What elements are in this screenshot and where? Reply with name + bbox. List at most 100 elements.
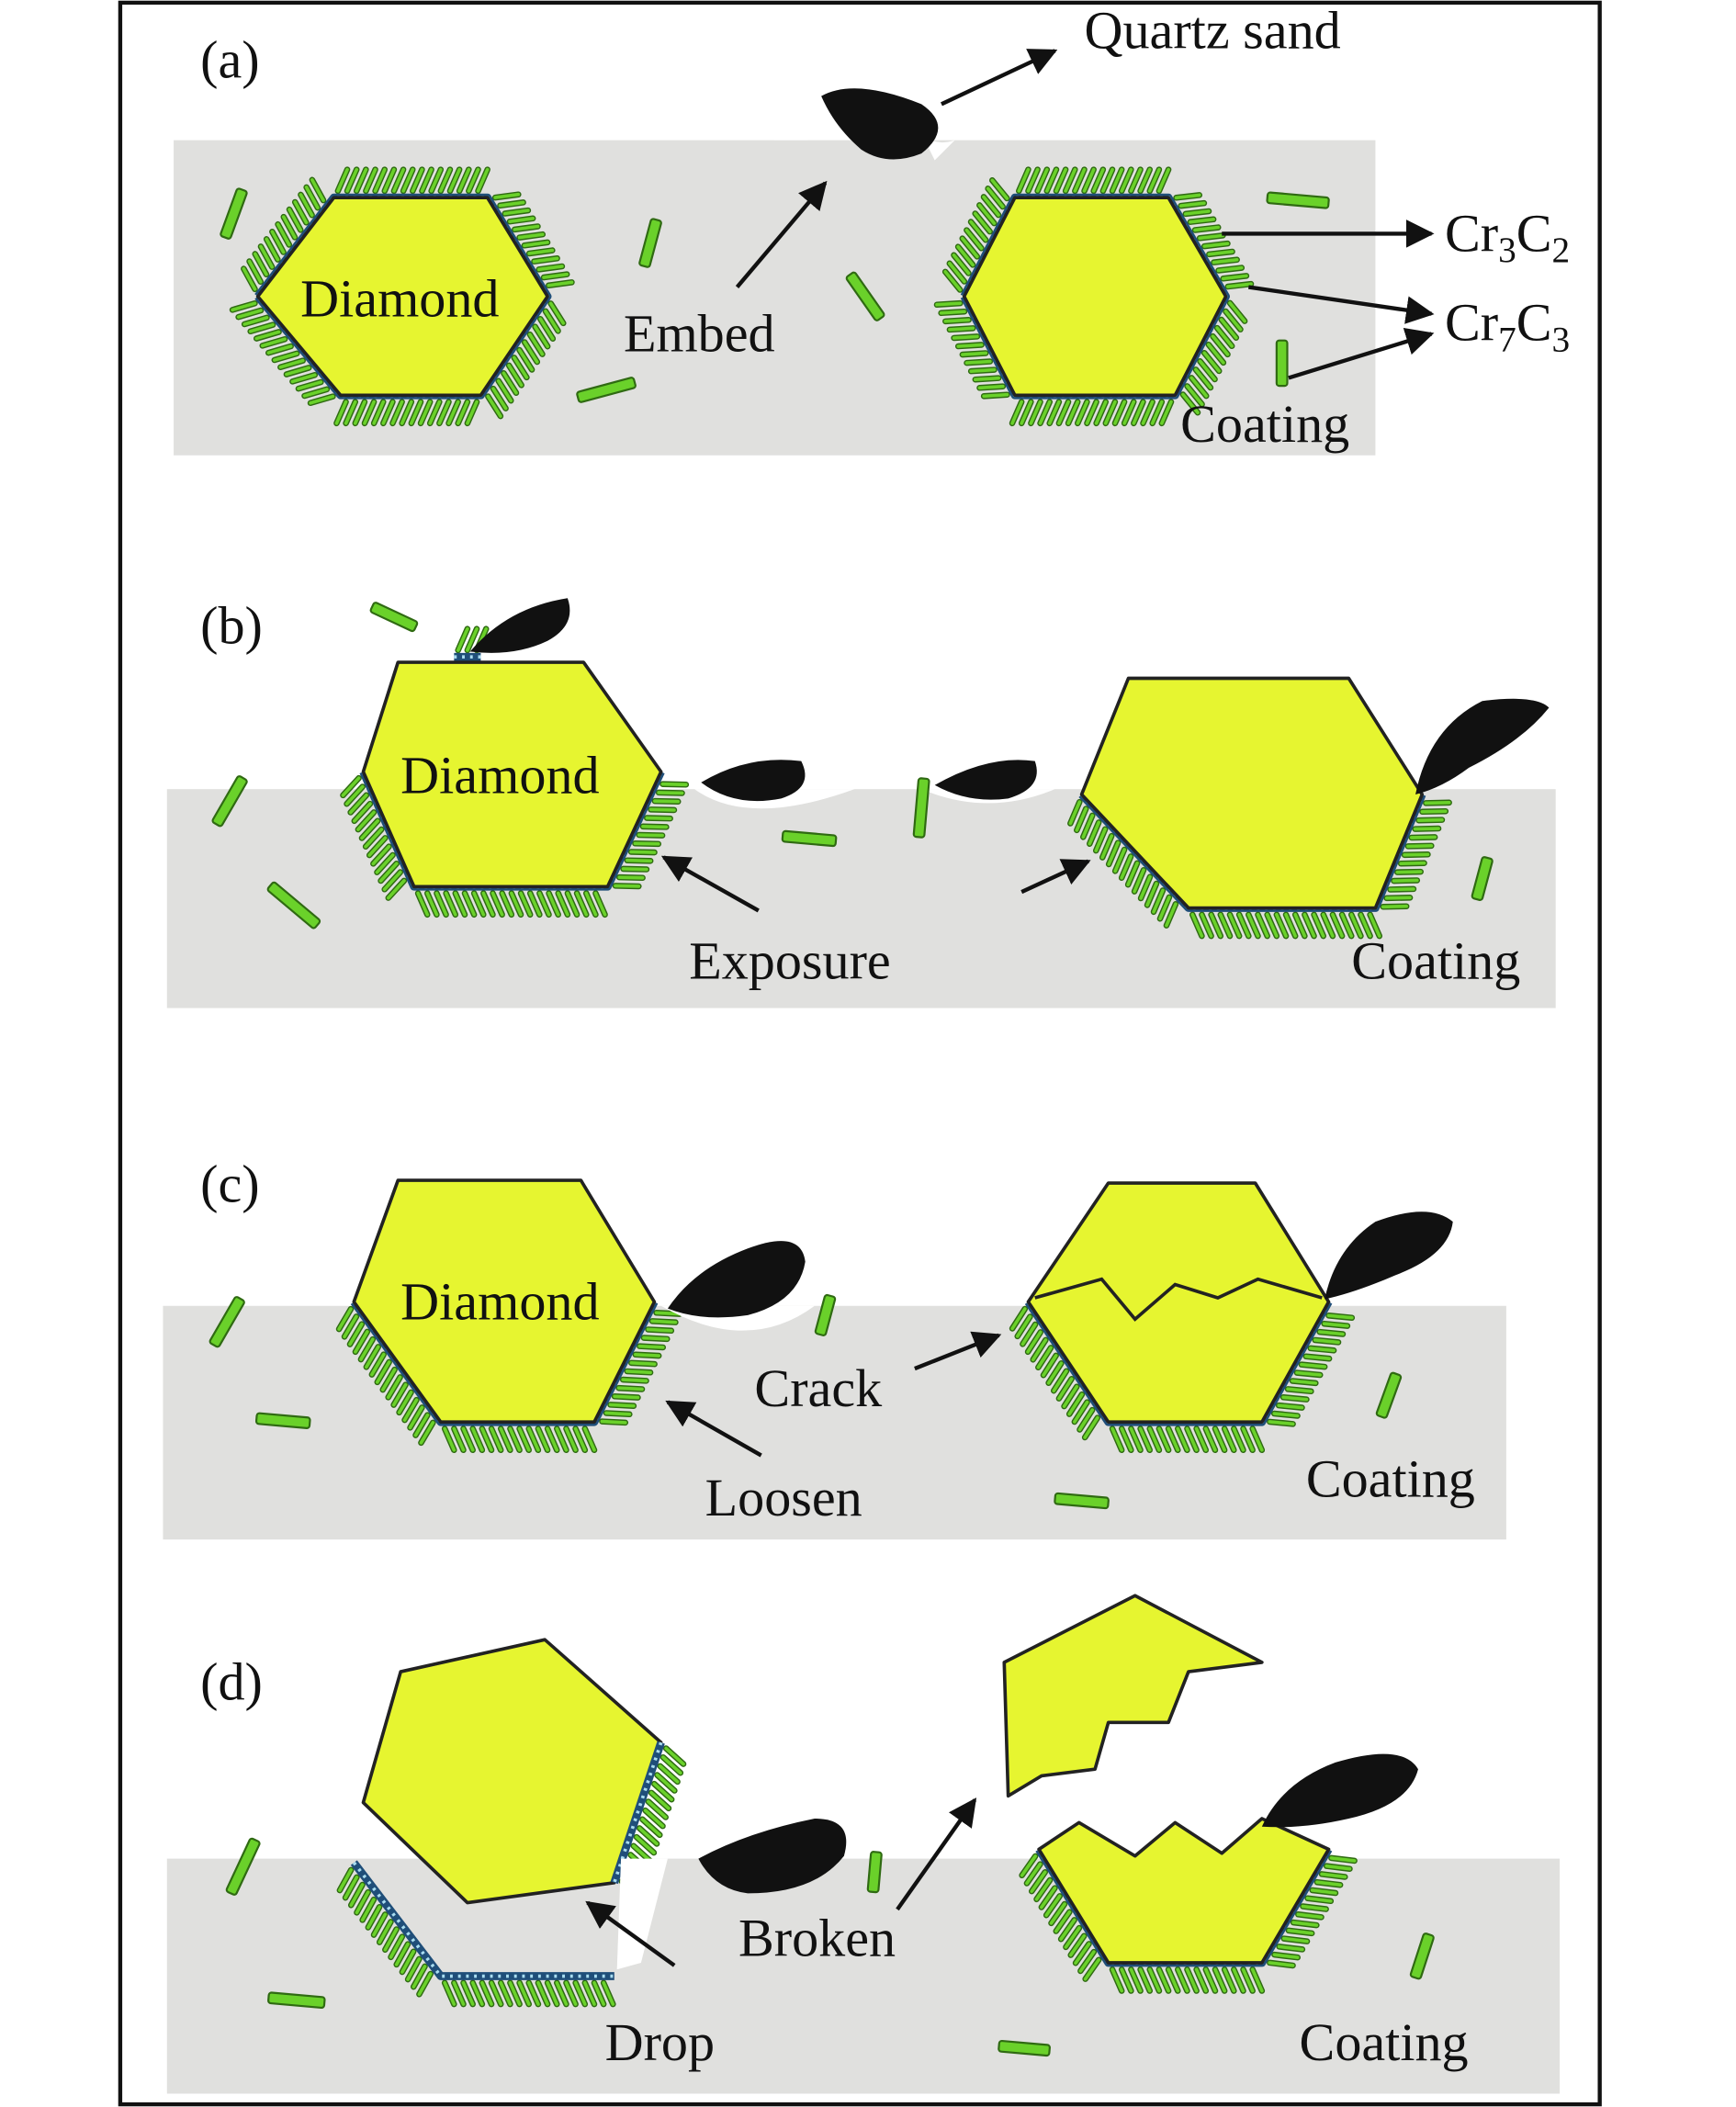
carbide-rod bbox=[425, 891, 439, 917]
carbide-rod bbox=[354, 1330, 369, 1354]
carbide-rod bbox=[1082, 167, 1096, 193]
carbide-rod bbox=[602, 1980, 615, 2006]
carbide-rod bbox=[470, 1980, 484, 2006]
wear-groove bbox=[774, 53, 849, 141]
carbide-rod bbox=[397, 1391, 413, 1414]
carbide-rod bbox=[648, 807, 676, 812]
carbide-rod bbox=[1100, 834, 1113, 860]
carbide-rod bbox=[528, 332, 545, 356]
carbide-rod bbox=[408, 1405, 424, 1430]
carbide-rod bbox=[513, 224, 540, 231]
carbide-rod bbox=[429, 167, 443, 193]
carbide-rod bbox=[382, 167, 396, 193]
carbide-rod bbox=[410, 400, 423, 425]
carbide-rod bbox=[1250, 1426, 1264, 1452]
carbide-rod bbox=[364, 167, 378, 193]
carbide-rod bbox=[419, 400, 432, 425]
carbide-rod bbox=[960, 236, 979, 259]
carbide-rod bbox=[1042, 1354, 1058, 1378]
carbide-rod bbox=[1181, 392, 1200, 415]
cr7c3-cr: Cr bbox=[1445, 293, 1498, 353]
label-cr3c2: Cr3C2 bbox=[1445, 203, 1570, 270]
carbide-rod bbox=[411, 1965, 427, 1989]
carbide-rod bbox=[526, 1426, 540, 1452]
carbide-rod bbox=[281, 215, 297, 240]
carbide-rod bbox=[1040, 1886, 1057, 1910]
quartz-sand-icon bbox=[1415, 698, 1550, 794]
quartz-sand-icon bbox=[701, 760, 806, 802]
carbide-rod bbox=[1416, 817, 1444, 822]
carbide-rod bbox=[657, 791, 684, 795]
carbide-rod bbox=[309, 394, 335, 405]
carbide-rod bbox=[1035, 167, 1049, 193]
carbide-rod bbox=[1107, 840, 1120, 866]
carbide-particle-body bbox=[369, 602, 419, 633]
carbide-particle-body bbox=[1275, 339, 1289, 388]
carbide-rod bbox=[1126, 862, 1139, 886]
carbide-rod bbox=[355, 1890, 370, 1915]
carbide-rod bbox=[1068, 1933, 1087, 1957]
carbide-rod bbox=[973, 376, 1000, 382]
carbide-rod bbox=[406, 1957, 422, 1981]
carbide-particle-body bbox=[845, 271, 885, 321]
label-loosen: Loosen bbox=[705, 1468, 862, 1527]
carbide-rod bbox=[1057, 400, 1070, 425]
carbide-rod bbox=[973, 211, 992, 233]
carbide-rod bbox=[1256, 912, 1269, 938]
carbide-rod bbox=[961, 351, 988, 356]
label-embed: Embed bbox=[624, 303, 775, 363]
carbide-rod bbox=[402, 1398, 419, 1422]
carbide-rod bbox=[1286, 1387, 1313, 1393]
carbide-rod bbox=[1185, 1426, 1199, 1452]
carbide-rod bbox=[1223, 1426, 1236, 1452]
quartz-sand-icon bbox=[469, 598, 570, 653]
carbide-rod bbox=[1218, 912, 1232, 938]
carbide-rod bbox=[287, 208, 303, 232]
carbide-rod bbox=[386, 879, 406, 900]
carbide-rod bbox=[1129, 167, 1143, 193]
carbide-rod bbox=[472, 891, 486, 917]
carbide-rod bbox=[1304, 1354, 1331, 1361]
carbide-rod bbox=[1321, 912, 1335, 938]
carbide-rod bbox=[1067, 1392, 1084, 1416]
carbide-rod bbox=[236, 309, 263, 319]
carbide-rod bbox=[1237, 912, 1251, 938]
carbide-rod bbox=[1158, 896, 1171, 921]
carbide-particle-body bbox=[576, 377, 637, 403]
carbide-rod bbox=[508, 1426, 522, 1452]
carbide-rod bbox=[500, 891, 513, 917]
carbide-particle-body bbox=[1266, 191, 1330, 209]
carbide-rod bbox=[496, 378, 513, 403]
carbide-rod bbox=[1291, 1921, 1319, 1927]
carbide-particle-body bbox=[220, 187, 248, 240]
carbide-rod bbox=[536, 1980, 549, 2006]
carbide-rod bbox=[947, 261, 966, 284]
carbide-rod bbox=[510, 891, 523, 917]
carbide-particle-body bbox=[814, 1293, 837, 1336]
carbide-rod bbox=[1110, 1967, 1124, 1993]
carbide-particle bbox=[1054, 1492, 1110, 1510]
carbide-particle bbox=[998, 2039, 1051, 2057]
panel-label-d: (d) bbox=[200, 1652, 263, 1712]
carbide-rod bbox=[640, 1817, 662, 1837]
carbide-rod bbox=[1295, 1370, 1323, 1377]
carbide-rod bbox=[1141, 400, 1155, 425]
diamond-hexagon bbox=[361, 1638, 663, 1905]
carbide-particle bbox=[912, 777, 930, 839]
carbide-rod bbox=[1183, 209, 1211, 216]
cr3c2-sub2: 2 bbox=[1552, 231, 1571, 270]
carbide-rod bbox=[1190, 912, 1204, 938]
carbide-rod bbox=[1322, 1322, 1349, 1328]
carbide-rod bbox=[1047, 400, 1061, 425]
carbide-rod bbox=[556, 891, 569, 917]
carbide-rod bbox=[349, 1883, 365, 1908]
carbide-rod bbox=[343, 1314, 358, 1339]
carbide-rod bbox=[527, 248, 555, 255]
carbide-particle bbox=[1275, 339, 1289, 388]
carbide-rod bbox=[400, 400, 413, 425]
carbide-particle-body bbox=[781, 829, 838, 848]
carbide-rod bbox=[456, 626, 469, 652]
carbide-rod bbox=[499, 1426, 513, 1452]
carbide-rod bbox=[582, 1980, 596, 2006]
carbide-rod bbox=[242, 266, 257, 291]
